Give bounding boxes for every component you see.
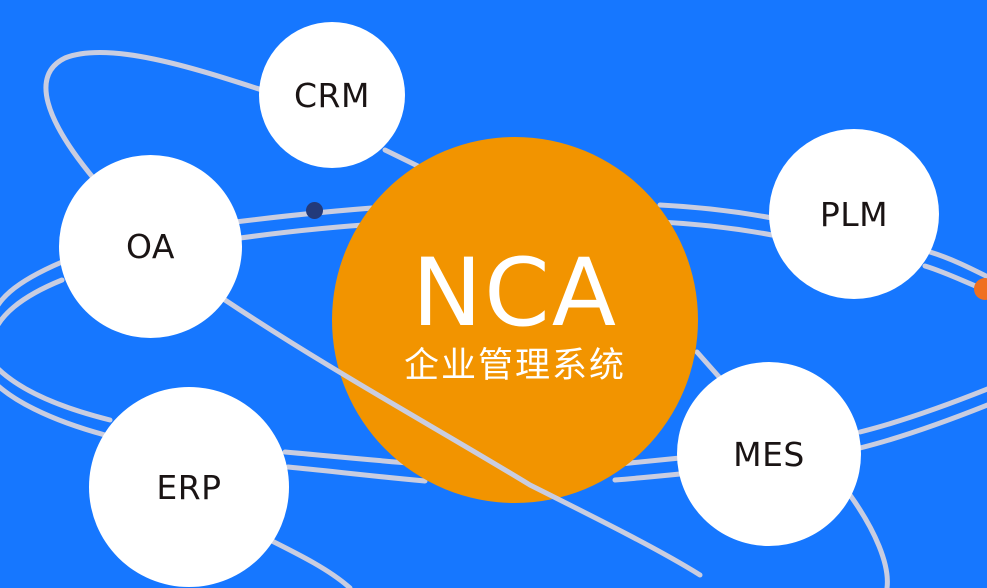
node-crm-label: CRM <box>294 75 370 115</box>
node-plm: PLM <box>769 129 939 299</box>
nca-center-node: NCA 企业管理系统 <box>332 137 698 503</box>
node-crm: CRM <box>259 22 405 168</box>
center-subtitle: 企业管理系统 <box>403 346 626 386</box>
node-mes-label: MES <box>733 434 805 474</box>
center-title: NCA <box>411 239 619 348</box>
node-plm-label: PLM <box>819 194 889 234</box>
navy-dot <box>306 202 323 219</box>
node-erp-label: ERP <box>156 467 222 507</box>
node-mes: MES <box>677 362 861 546</box>
node-erp: ERP <box>89 387 289 587</box>
node-oa-label: OA <box>126 227 175 266</box>
node-oa: OA <box>59 155 242 338</box>
orange-dot <box>974 278 987 300</box>
